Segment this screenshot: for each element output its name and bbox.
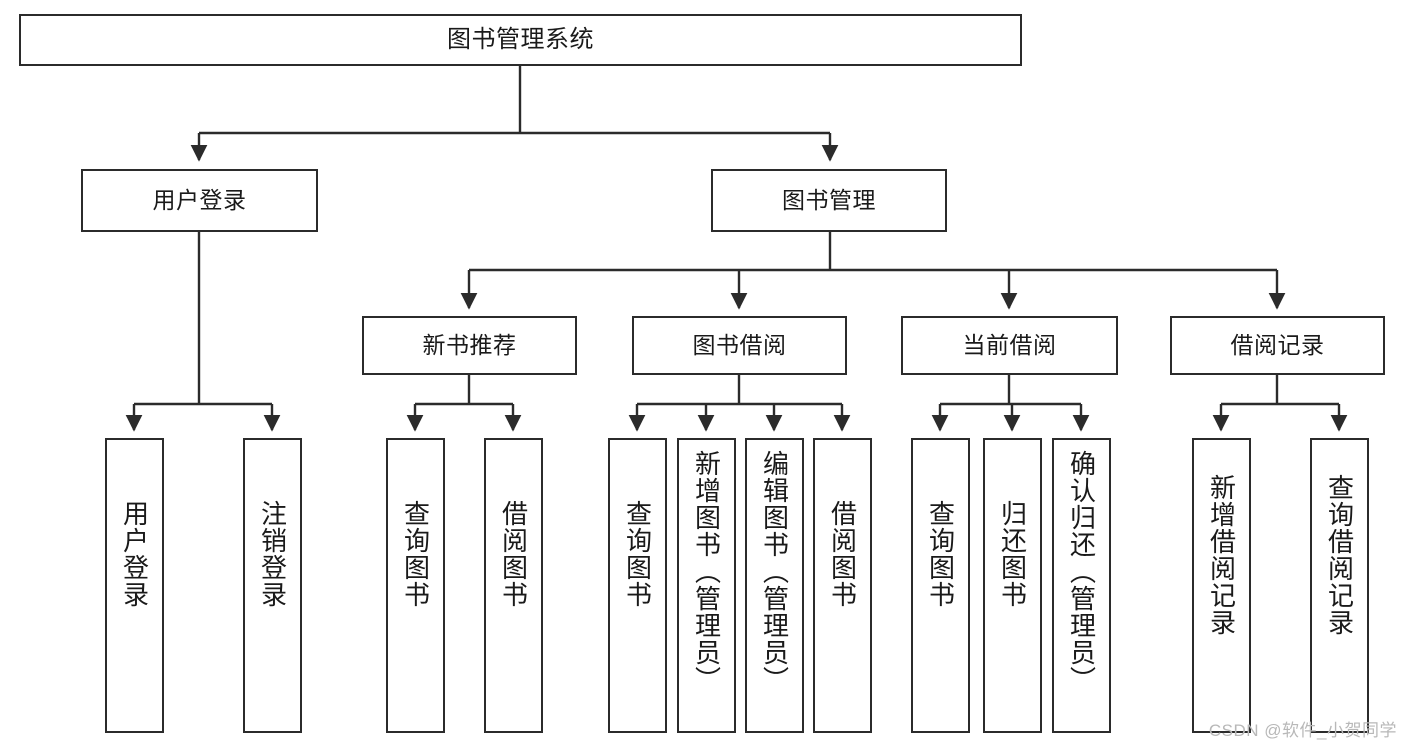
leaf-query-book-borrow-label: 查询图书 [622, 500, 653, 608]
leaf-query-book-new[interactable]: 查询图书 [386, 438, 445, 733]
leaf-query-borrow-record-label: 查询借阅记录 [1324, 474, 1355, 636]
node-root-label: 图书管理系统 [447, 26, 594, 54]
leaf-user-login[interactable]: 用户登录 [105, 438, 164, 733]
leaf-add-book-admin-label: 新增图书（管理员） [691, 450, 722, 693]
node-book-borrow-label: 图书借阅 [692, 332, 787, 359]
leaf-query-book-current[interactable]: 查询图书 [911, 438, 970, 733]
node-user-login[interactable]: 用户登录 [81, 169, 318, 232]
leaf-borrow-book-label: 借阅图书 [827, 500, 858, 608]
leaf-user-logout[interactable]: 注销登录 [243, 438, 302, 733]
leaf-add-borrow-record[interactable]: 新增借阅记录 [1192, 438, 1251, 733]
edge-group-user-login [125, 232, 281, 432]
leaf-return-book[interactable]: 归还图书 [983, 438, 1042, 733]
node-current-borrow[interactable]: 当前借阅 [901, 316, 1118, 375]
leaf-add-book-admin[interactable]: 新增图书（管理员） [677, 438, 736, 733]
edge-group-book-borrow [628, 375, 851, 432]
node-borrow-record-label: 借阅记录 [1230, 332, 1325, 359]
node-new-book-recommend[interactable]: 新书推荐 [362, 316, 577, 375]
node-book-management-label: 图书管理 [782, 187, 876, 214]
leaf-query-borrow-record[interactable]: 查询借阅记录 [1310, 438, 1369, 733]
leaf-query-book-current-label: 查询图书 [925, 500, 956, 608]
leaf-user-logout-label: 注销登录 [257, 500, 288, 608]
leaf-borrow-book-new[interactable]: 借阅图书 [484, 438, 543, 733]
node-book-borrow[interactable]: 图书借阅 [632, 316, 847, 375]
node-new-book-recommend-label: 新书推荐 [422, 332, 517, 359]
edge-group-root [190, 66, 839, 162]
leaf-confirm-return-admin[interactable]: 确认归还（管理员） [1052, 438, 1111, 733]
edge-group-borrow-record [1212, 375, 1348, 432]
node-borrow-record[interactable]: 借阅记录 [1170, 316, 1385, 375]
leaf-edit-book-admin[interactable]: 编辑图书（管理员） [745, 438, 804, 733]
node-root[interactable]: 图书管理系统 [19, 14, 1022, 66]
node-current-borrow-label: 当前借阅 [962, 332, 1057, 359]
leaf-query-book-borrow[interactable]: 查询图书 [608, 438, 667, 733]
leaf-edit-book-admin-label: 编辑图书（管理员） [759, 450, 790, 693]
leaf-query-book-new-label: 查询图书 [400, 500, 431, 608]
leaf-borrow-book[interactable]: 借阅图书 [813, 438, 872, 733]
leaf-borrow-book-new-label: 借阅图书 [498, 500, 529, 608]
leaf-add-borrow-record-label: 新增借阅记录 [1206, 474, 1237, 636]
leaf-user-login-label: 用户登录 [119, 500, 150, 608]
edge-group-new-book [406, 375, 522, 432]
node-user-login-label: 用户登录 [152, 187, 247, 214]
leaf-confirm-return-admin-label: 确认归还（管理员） [1066, 450, 1097, 693]
edge-group-book-mgmt [460, 232, 1286, 310]
edge-group-current-borrow [931, 375, 1090, 432]
csdn-watermark: CSDN @软件_小贺同学 [1208, 721, 1397, 740]
leaf-return-book-label: 归还图书 [997, 500, 1028, 608]
node-book-management[interactable]: 图书管理 [711, 169, 947, 232]
